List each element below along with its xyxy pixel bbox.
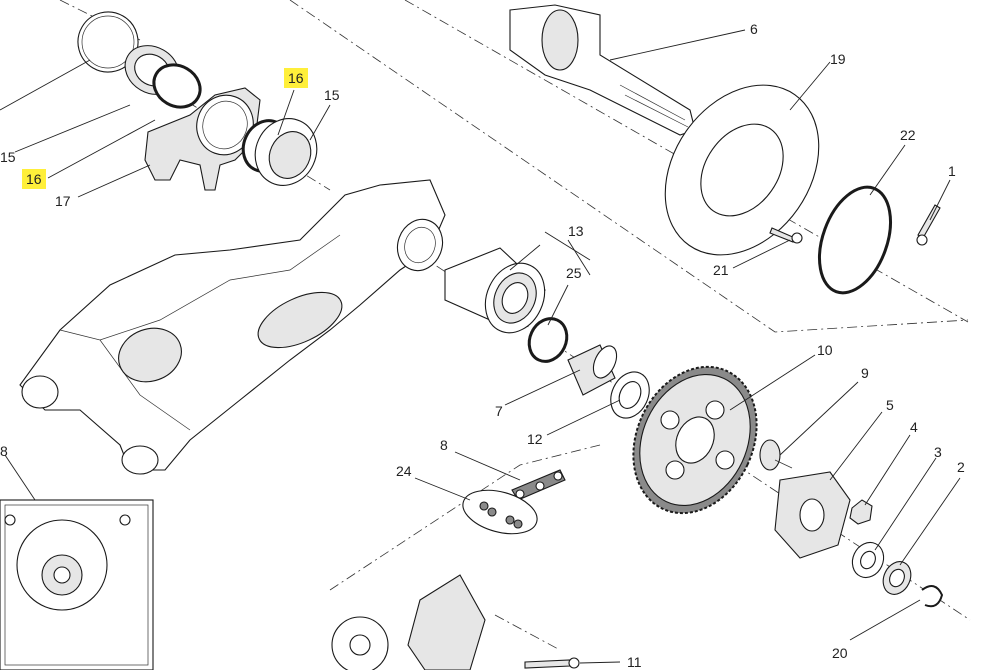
label-5: 5 [886, 397, 894, 413]
label-16-top: 16 [288, 70, 304, 86]
label-10: 10 [817, 342, 833, 358]
screw-part-21 [769, 227, 803, 244]
washer-part-12 [610, 371, 650, 419]
bolt-part-1 [916, 204, 941, 246]
inset-detail-box [0, 499, 154, 670]
clip-part-20 [921, 585, 944, 608]
label-22: 22 [900, 127, 916, 143]
label-16-left: 16 [26, 171, 42, 187]
label-9: 9 [861, 365, 869, 381]
label-19: 19 [830, 51, 846, 67]
eccentric-hub-part-13 [444, 247, 546, 334]
tone-ring-part-22 [818, 185, 892, 295]
part-labels: 15 16 17 16 15 6 19 22 1 21 13 25 7 12 1… [0, 21, 965, 670]
label-13: 13 [568, 223, 584, 239]
label-24: 24 [396, 463, 412, 479]
label-21: 21 [713, 262, 729, 278]
label-2: 2 [957, 459, 965, 475]
chain-link-kit-part-24 [462, 489, 538, 535]
label-11: 11 [627, 654, 642, 670]
swingarm [19, 179, 446, 475]
label-8: 8 [440, 437, 448, 453]
label-17: 17 [55, 193, 71, 209]
bolt-part-11 [524, 657, 580, 669]
brake-disc-part-19 [664, 84, 820, 256]
rear-axle-part-6 [509, 4, 696, 136]
label-20: 20 [832, 645, 848, 661]
label-15-top: 15 [324, 87, 340, 103]
label-1: 1 [948, 163, 956, 179]
leader-lines [0, 29, 961, 664]
seal-rings-16-15 [241, 118, 318, 186]
spacer-part-7 [567, 344, 618, 396]
label-12: 12 [527, 431, 543, 447]
label-7: 7 [495, 403, 503, 419]
rear-sprocket-part-10 [632, 365, 758, 515]
label-15-left: 15 [0, 149, 16, 165]
caliper-bracket-part-17 [144, 87, 261, 191]
chain-part-8 [511, 469, 566, 501]
washer-part-3 [851, 541, 885, 579]
sprocket-flange-part-5 [774, 471, 851, 559]
seal-part-25 [527, 317, 569, 363]
nut-part-4 [849, 499, 873, 525]
sprocket-cover [331, 574, 486, 670]
label-25: 25 [566, 265, 582, 281]
label-8-inset: 8 [0, 443, 8, 459]
highlight-16-left [22, 169, 46, 189]
highlight-16-top [284, 68, 308, 88]
label-4: 4 [910, 419, 918, 435]
stud-part-9 [759, 439, 793, 471]
upper-bearing-rings [77, 11, 202, 109]
label-3: 3 [934, 444, 942, 460]
label-6: 6 [750, 21, 758, 37]
axle-nut-part-2 [882, 561, 912, 595]
